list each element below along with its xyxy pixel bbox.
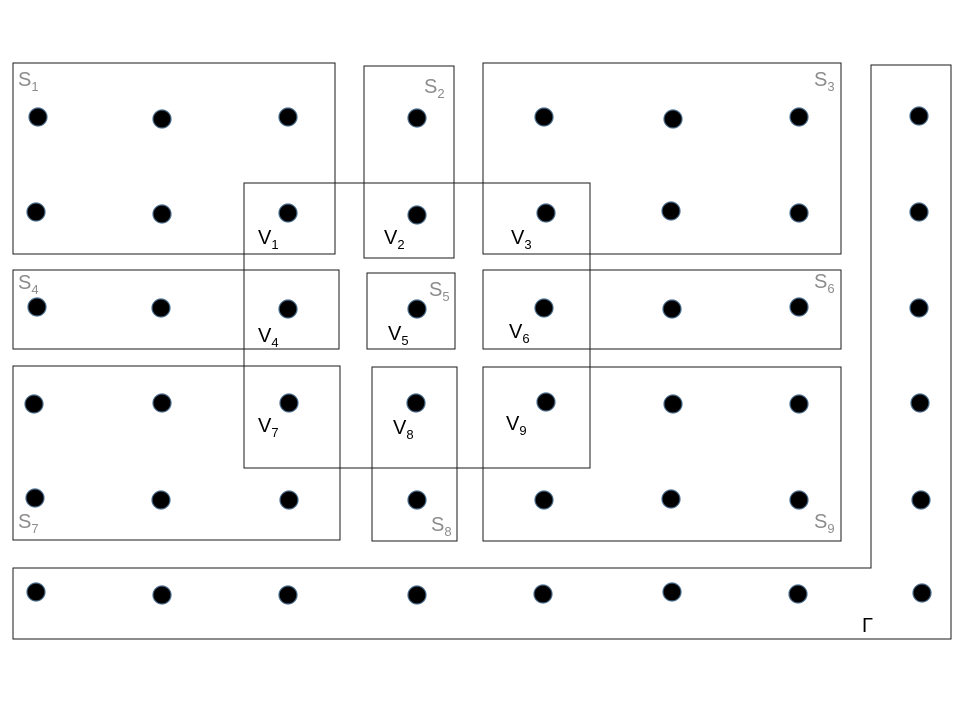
node-dot bbox=[406, 393, 426, 413]
node-dot bbox=[910, 393, 930, 413]
subdomain-s3-box bbox=[482, 62, 842, 255]
node-dot bbox=[789, 394, 809, 414]
node-dot bbox=[534, 298, 554, 318]
node-dot bbox=[536, 392, 556, 412]
node-dot bbox=[407, 108, 427, 128]
node-dot bbox=[662, 582, 682, 602]
node-dot bbox=[789, 297, 809, 317]
node-dot bbox=[789, 490, 809, 510]
node-dot bbox=[407, 490, 427, 510]
label-s3: S3 bbox=[814, 69, 835, 94]
node-dot bbox=[26, 202, 46, 222]
node-dot bbox=[24, 394, 44, 414]
node-dot bbox=[661, 201, 681, 221]
subdomain-s9-box bbox=[482, 366, 842, 542]
node-dot bbox=[152, 585, 172, 605]
node-dot bbox=[534, 107, 554, 127]
subdomain-s1-box bbox=[12, 62, 336, 255]
label-v3: V3 bbox=[511, 227, 532, 252]
node-dot bbox=[912, 583, 932, 603]
label-v8: V8 bbox=[393, 417, 414, 442]
label-v7: V7 bbox=[258, 415, 279, 440]
node-dot bbox=[789, 107, 809, 127]
label-s9: S9 bbox=[814, 511, 835, 536]
vertex-patch-box bbox=[243, 182, 591, 469]
grid-dots bbox=[24, 106, 932, 605]
node-dot bbox=[909, 106, 929, 126]
node-dot bbox=[407, 205, 427, 225]
node-dot bbox=[909, 202, 929, 222]
node-dot bbox=[663, 394, 683, 414]
label-v9: V9 bbox=[506, 413, 527, 438]
node-dot bbox=[26, 582, 46, 602]
node-dot bbox=[909, 298, 929, 318]
subdomain-s6-box bbox=[482, 269, 842, 350]
label-s2: S2 bbox=[424, 76, 445, 101]
node-dot bbox=[534, 490, 554, 510]
node-dot bbox=[278, 107, 298, 127]
node-dot bbox=[152, 204, 172, 224]
node-dot bbox=[151, 490, 171, 510]
node-dot bbox=[279, 393, 299, 413]
subdomain-s5-box bbox=[366, 272, 456, 350]
subdomain-s7-box bbox=[12, 365, 341, 541]
subdomain-s2-box bbox=[363, 65, 455, 259]
node-dot bbox=[27, 297, 47, 317]
node-dot bbox=[152, 109, 172, 129]
interface-gamma-region bbox=[12, 64, 952, 640]
label-s5: S5 bbox=[429, 279, 450, 304]
node-dot bbox=[789, 203, 809, 223]
label-v5: V5 bbox=[388, 323, 409, 348]
node-dot bbox=[278, 585, 298, 605]
node-dot bbox=[533, 584, 553, 604]
node-dot bbox=[911, 490, 931, 510]
node-dot bbox=[151, 298, 171, 318]
label-s8: S8 bbox=[431, 514, 452, 539]
label-v6: V6 bbox=[509, 321, 530, 346]
label-v4: V4 bbox=[258, 325, 279, 350]
subdomain-s8-box bbox=[371, 366, 458, 542]
node-dot bbox=[278, 203, 298, 223]
node-dot bbox=[279, 490, 299, 510]
subdomain-s4-box bbox=[12, 269, 340, 350]
node-dot bbox=[663, 109, 683, 129]
node-dot bbox=[278, 299, 298, 319]
label-v1: V1 bbox=[258, 227, 279, 252]
node-dot bbox=[661, 489, 681, 509]
node-dot bbox=[662, 299, 682, 319]
label-s7: S7 bbox=[18, 511, 39, 536]
subdomain-labels: S1 S2 S3 S4 S5 S6 S7 S8 S9 bbox=[18, 69, 835, 539]
label-s1: S1 bbox=[18, 69, 39, 94]
vertex-labels: V1 V2 V3 V4 V5 V6 V7 V8 V9 bbox=[258, 227, 532, 442]
node-dot bbox=[788, 584, 808, 604]
node-dot bbox=[407, 585, 427, 605]
label-v2: V2 bbox=[384, 227, 405, 252]
node-dot bbox=[28, 107, 48, 127]
label-s4: S4 bbox=[18, 272, 39, 297]
node-dot bbox=[536, 203, 556, 223]
node-dot bbox=[152, 393, 172, 413]
label-gamma: Γ bbox=[862, 615, 873, 637]
node-dot bbox=[25, 488, 45, 508]
node-dot bbox=[407, 299, 427, 319]
label-s6: S6 bbox=[814, 271, 835, 296]
